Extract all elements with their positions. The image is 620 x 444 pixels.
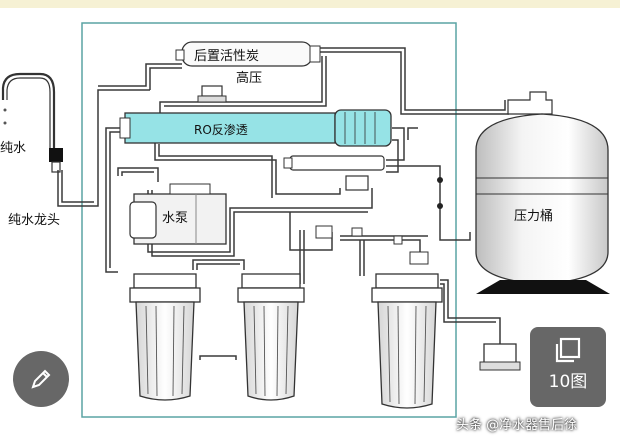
watermark: 头条 @净水器售后徐 xyxy=(456,418,578,433)
post-carbon-filter: 后置活性炭 xyxy=(175,41,321,67)
screw-dot xyxy=(437,203,443,209)
filter-housing-3 xyxy=(371,273,443,409)
gallery-count-badge[interactable]: 10图 xyxy=(530,327,606,407)
pump-label: 水泵 xyxy=(162,211,188,226)
high-pressure-label: 高压 xyxy=(236,70,262,86)
filter-housing-1 xyxy=(129,273,201,401)
gallery-count: 10图 xyxy=(548,372,588,392)
post-carbon-label: 后置活性炭 xyxy=(194,49,259,64)
ro-label: RO反渗透 xyxy=(194,122,248,137)
pressure-tank: 压力桶 xyxy=(475,91,610,294)
pencil-icon xyxy=(31,369,51,389)
pure-water-label: 纯水 xyxy=(0,141,26,156)
faucet xyxy=(1,72,63,173)
high-pressure-switch: 高压 xyxy=(197,70,262,103)
inlet-valve xyxy=(479,343,521,371)
screw-dot xyxy=(437,177,443,183)
tank-label: 压力桶 xyxy=(514,209,553,224)
connectors xyxy=(315,225,429,265)
filter-housing-2 xyxy=(237,273,305,401)
pure-faucet-label: 纯水龙头 xyxy=(8,213,60,228)
ro-membrane: RO反渗透 xyxy=(119,109,392,147)
flush-valve xyxy=(283,155,385,191)
gallery-icon xyxy=(555,337,581,363)
pump: 水泵 xyxy=(129,183,227,245)
top-strip xyxy=(0,0,620,8)
edit-button[interactable] xyxy=(13,351,69,407)
